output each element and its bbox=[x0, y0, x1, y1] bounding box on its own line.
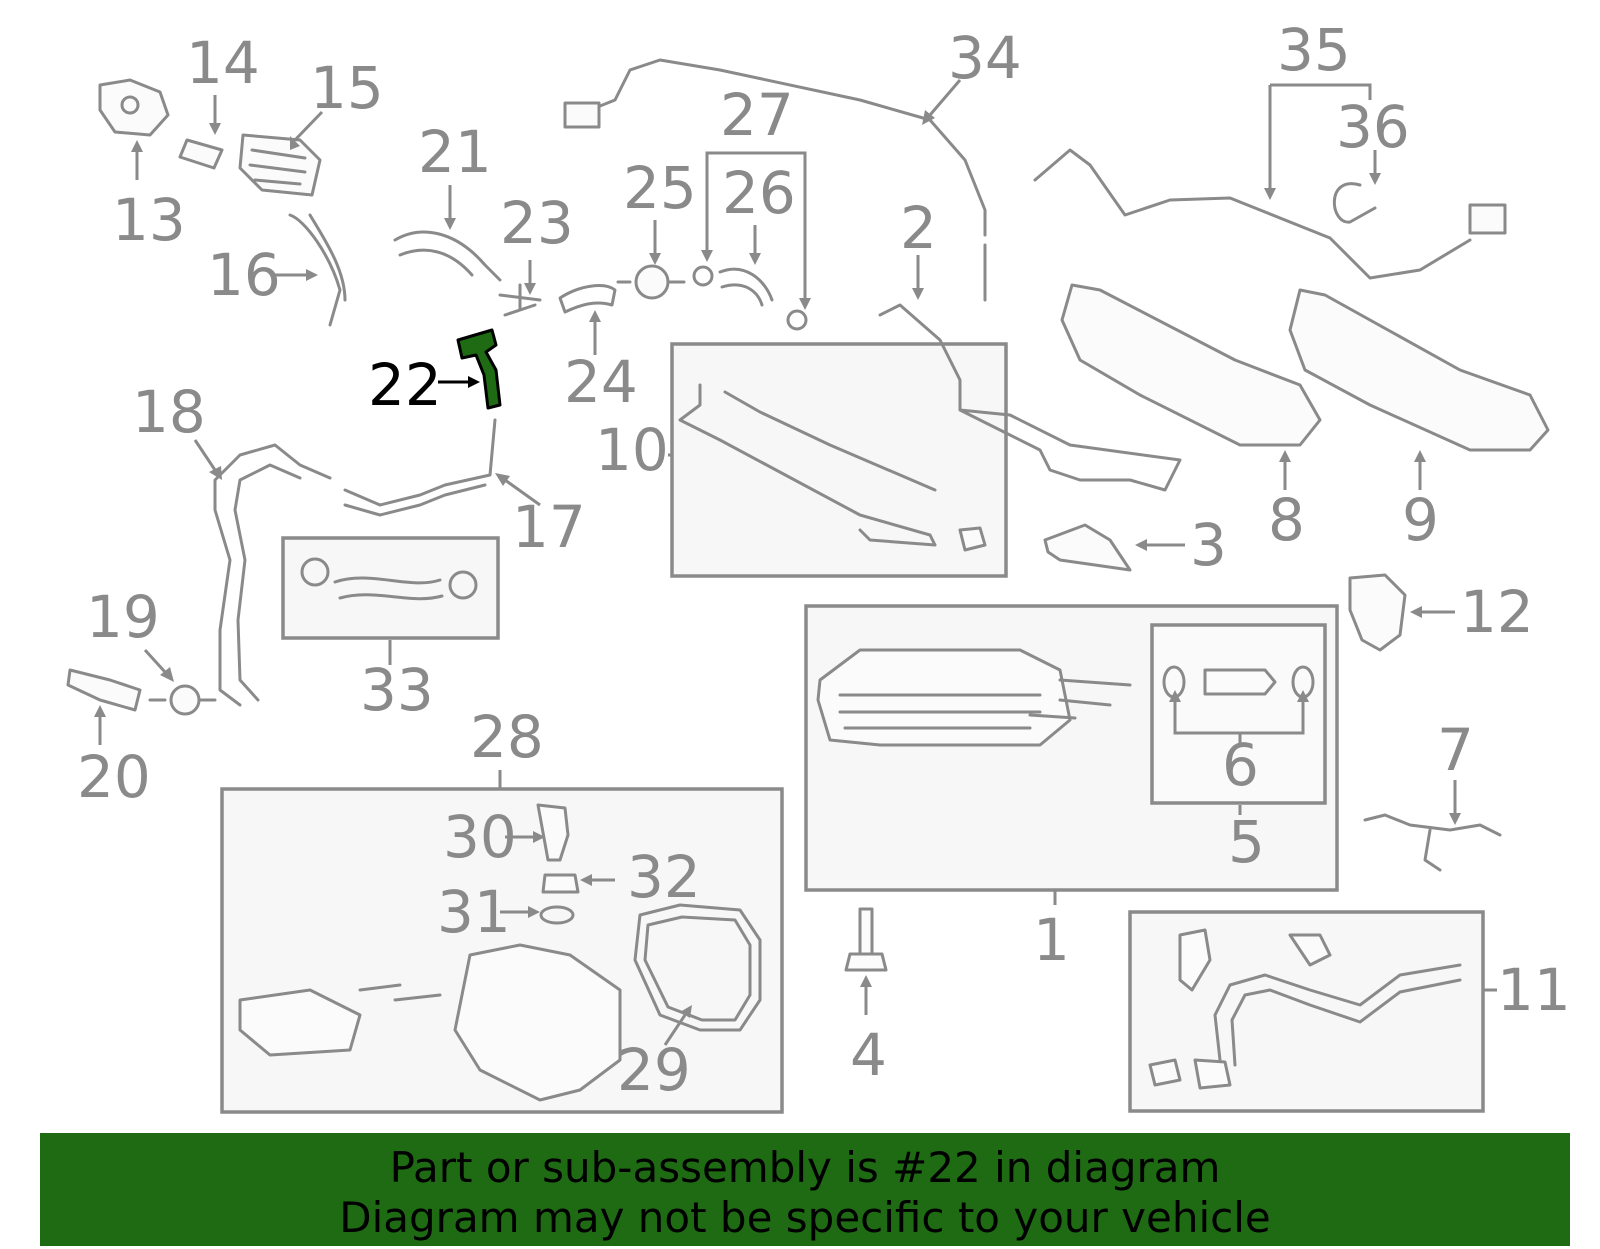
callout-3: 3 bbox=[1190, 511, 1227, 579]
part-26-hose bbox=[718, 267, 774, 307]
callout-7: 7 bbox=[1437, 716, 1474, 784]
callout-13: 13 bbox=[112, 186, 186, 254]
part-6-seal-valve bbox=[1162, 665, 1315, 699]
callout-26: 26 bbox=[722, 159, 796, 227]
part-10-pipes bbox=[678, 383, 987, 552]
part-24-hose bbox=[558, 284, 617, 314]
callout-labels: 1 2 3 4 5 6 7 8 9 10 11 12 13 14 15 16 1… bbox=[77, 16, 1571, 1104]
box-5 bbox=[1150, 623, 1327, 805]
callout-27: 27 bbox=[720, 81, 794, 149]
part-34-connector bbox=[563, 101, 601, 129]
part-25-valve bbox=[616, 264, 686, 300]
callout-14: 14 bbox=[186, 29, 260, 97]
callout-25: 25 bbox=[623, 154, 697, 222]
box-33 bbox=[281, 536, 500, 640]
part-27-clamp bbox=[692, 265, 714, 287]
callout-24: 24 bbox=[564, 348, 638, 416]
part-21-hose bbox=[393, 230, 502, 282]
callout-10: 10 bbox=[595, 416, 669, 484]
part-4-bolt bbox=[844, 907, 888, 972]
callout-9: 9 bbox=[1402, 486, 1439, 554]
part-7-harness bbox=[1363, 813, 1502, 872]
callout-30: 30 bbox=[443, 803, 517, 871]
banner-line-1: Part or sub-assembly is #22 in diagram bbox=[389, 1143, 1221, 1192]
box-10 bbox=[670, 342, 1008, 578]
part-18-hose bbox=[213, 443, 332, 707]
callout-18: 18 bbox=[132, 378, 206, 446]
part-9-shield bbox=[1288, 288, 1550, 452]
callout-2: 2 bbox=[900, 194, 937, 262]
callout-20: 20 bbox=[77, 743, 151, 811]
banner-line-2: Diagram may not be specific to your vehi… bbox=[339, 1193, 1271, 1242]
part-8-shield bbox=[1060, 283, 1322, 447]
leader-lines bbox=[94, 79, 1497, 1046]
callout-23: 23 bbox=[500, 189, 574, 257]
callout-1: 1 bbox=[1033, 906, 1070, 974]
callout-21: 21 bbox=[418, 118, 492, 186]
part-36-clip bbox=[1332, 182, 1377, 224]
part-2-bracket bbox=[878, 303, 1182, 492]
callout-4: 4 bbox=[850, 1021, 887, 1089]
callout-19: 19 bbox=[86, 583, 160, 651]
part-1-canister bbox=[816, 648, 1132, 747]
callout-12: 12 bbox=[1460, 578, 1534, 646]
callout-28: 28 bbox=[470, 703, 544, 771]
callout-29: 29 bbox=[617, 1036, 691, 1104]
callout-5: 5 bbox=[1228, 808, 1265, 876]
part-13-valve bbox=[98, 78, 170, 137]
part-20-hose bbox=[66, 668, 142, 712]
callout-35: 35 bbox=[1277, 16, 1351, 84]
callout-16: 16 bbox=[207, 241, 281, 309]
part-22-hose-highlight bbox=[456, 328, 502, 410]
callout-33: 33 bbox=[360, 656, 434, 724]
part-3-bracket bbox=[1043, 523, 1132, 572]
part-14-sleeve bbox=[178, 138, 224, 170]
part-15-filter bbox=[238, 133, 322, 197]
callout-31: 31 bbox=[437, 878, 511, 946]
callout-6: 6 bbox=[1222, 731, 1259, 799]
part-23-tee bbox=[498, 283, 542, 317]
info-banner: Part or sub-assembly is #22 in diagram D… bbox=[40, 1133, 1570, 1246]
part-35-sensor bbox=[1033, 148, 1472, 280]
part-28-assembly bbox=[238, 803, 762, 1102]
callout-36: 36 bbox=[1336, 93, 1410, 161]
callout-22: 22 bbox=[368, 351, 442, 419]
part-19-valve bbox=[148, 684, 217, 716]
callout-34: 34 bbox=[948, 24, 1022, 92]
part-33-hose bbox=[300, 557, 478, 601]
part-17-pipe bbox=[343, 418, 497, 517]
part-34-sensor bbox=[588, 58, 987, 302]
part-12-valve bbox=[1348, 573, 1407, 652]
callout-8: 8 bbox=[1268, 486, 1305, 554]
part-16-hose bbox=[288, 213, 347, 327]
part-11-pipe bbox=[1148, 928, 1462, 1090]
callout-11: 11 bbox=[1497, 956, 1571, 1024]
callout-17: 17 bbox=[512, 493, 586, 561]
callout-15: 15 bbox=[310, 54, 384, 122]
part-27-clamp bbox=[786, 309, 808, 331]
callout-32: 32 bbox=[627, 843, 701, 911]
part-35-connector bbox=[1468, 203, 1507, 235]
